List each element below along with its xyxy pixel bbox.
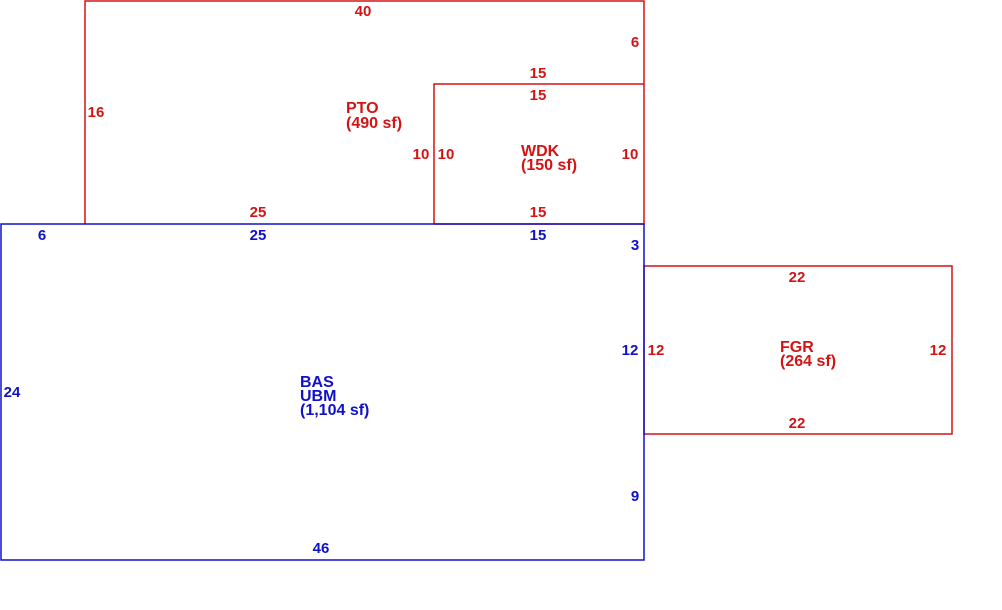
bas-dim-right-top: 3 bbox=[631, 237, 639, 254]
pto-area: (490 sf) bbox=[346, 115, 402, 132]
fgr-area: (264 sf) bbox=[780, 353, 836, 370]
bas-dim-top-mid: 25 bbox=[250, 227, 267, 244]
pto-outline bbox=[84, 0, 645, 224]
bas-area: (1,104 sf) bbox=[300, 402, 369, 419]
fgr-dim-left: 12 bbox=[648, 342, 665, 359]
wdk-dim-right: 10 bbox=[622, 146, 639, 163]
pto-code: PTO bbox=[346, 100, 379, 117]
fgr-code: FGR bbox=[780, 339, 814, 356]
wdk-area: (150 sf) bbox=[521, 157, 577, 174]
pto-dim-inner: 10 bbox=[413, 146, 430, 163]
wdk-dim-left: 10 bbox=[438, 146, 455, 163]
bas-dim-top-left: 6 bbox=[38, 227, 46, 244]
wdk-dim-top-inner: 15 bbox=[530, 87, 547, 104]
bas-dim-top-right: 15 bbox=[530, 227, 547, 244]
pto-dim-right: 6 bbox=[631, 34, 639, 51]
bas-dim-right-bottom: 9 bbox=[631, 488, 639, 505]
bas-outline bbox=[0, 223, 645, 561]
fgr-dim-bottom: 22 bbox=[789, 415, 806, 432]
wdk-dim-top-outer: 15 bbox=[530, 65, 547, 82]
pto-dim-bottom: 25 bbox=[250, 204, 267, 221]
fgr-dim-top: 22 bbox=[789, 269, 806, 286]
bas-code: BAS bbox=[300, 374, 334, 391]
bas-dim-right-mid: 12 bbox=[622, 342, 639, 359]
pto-dim-left: 16 bbox=[88, 104, 105, 121]
wdk-code: WDK bbox=[521, 143, 560, 160]
fgr-dim-right: 12 bbox=[930, 342, 947, 359]
bas-dim-left: 24 bbox=[4, 384, 21, 401]
ubm-code: UBM bbox=[300, 388, 336, 405]
pto-dim-top: 40 bbox=[355, 3, 372, 20]
bas-dim-bottom: 46 bbox=[313, 540, 330, 557]
wdk-dim-bottom: 15 bbox=[530, 204, 547, 221]
